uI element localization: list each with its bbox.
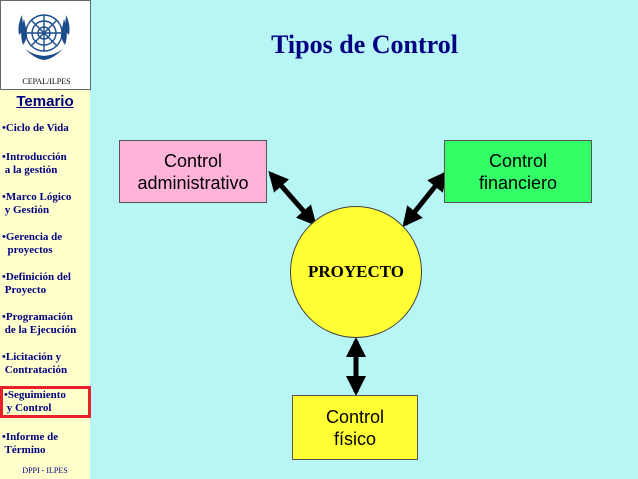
control-financiero-label: Control financiero bbox=[478, 150, 558, 193]
proyecto-label: PROYECTO bbox=[307, 262, 405, 281]
sidebar-item-informe[interactable]: •Informe de Término bbox=[2, 431, 59, 456]
sidebar-item-introduccion[interactable]: •Introducción a la gestión bbox=[2, 151, 67, 176]
arrow-admin-proyecto bbox=[268, 170, 317, 227]
sidebar-item-licitacion[interactable]: •Licitación y Contratación bbox=[2, 351, 68, 376]
sidebar: Temario •Ciclo de Vida •Introducción a l… bbox=[0, 90, 91, 479]
logo-caption: CEPAL/ILPES bbox=[22, 77, 71, 86]
control-administrativo-label: Control administrativo bbox=[137, 150, 249, 193]
sidebar-item-gerencia[interactable]: •Gerencia de proyectos bbox=[2, 231, 63, 256]
control-administrativo-box: Control administrativo bbox=[119, 140, 267, 203]
proyecto-node: PROYECTO bbox=[290, 206, 422, 338]
un-emblem-icon bbox=[18, 14, 70, 60]
sidebar-item-seguimiento[interactable]: •Seguimiento y Control bbox=[0, 386, 91, 418]
control-financiero-box: Control financiero bbox=[444, 140, 592, 203]
control-fisico-label: Control físico bbox=[325, 406, 385, 449]
sidebar-footer: DPPI - ILPES bbox=[22, 466, 68, 475]
sidebar-item-ciclo-de-vida[interactable]: •Ciclo de Vida bbox=[2, 122, 69, 134]
sidebar-title: Temario bbox=[16, 93, 74, 110]
sidebar-item-marco-logico[interactable]: •Marco Lógico y Gestión bbox=[2, 191, 72, 216]
logo: CEPAL/ILPES bbox=[0, 0, 91, 90]
control-fisico-box: Control físico bbox=[292, 395, 418, 460]
sidebar-item-definicion[interactable]: •Definición del Proyecto bbox=[2, 271, 71, 296]
arrow-financiero-proyecto bbox=[402, 170, 448, 228]
page-title: Tipos de Control bbox=[271, 30, 458, 59]
sidebar-item-programacion[interactable]: •Programación de la Ejecución bbox=[2, 311, 77, 336]
